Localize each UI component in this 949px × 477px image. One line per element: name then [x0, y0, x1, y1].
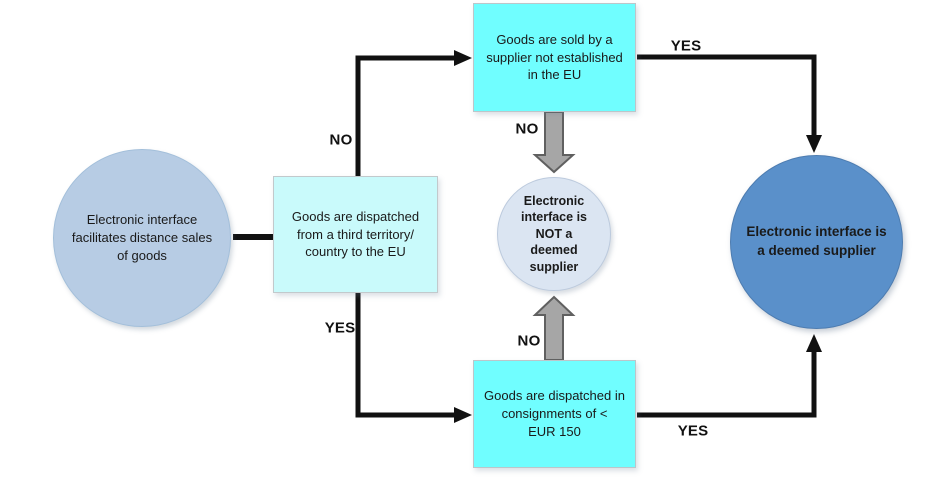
- gray-arrow-up: [532, 295, 576, 361]
- gray-arrow-down: [532, 111, 576, 174]
- edge-label-no-gray-top: NO: [515, 120, 539, 138]
- edge-yes-to-bottom-rect: [355, 293, 456, 418]
- edge-yes-top-to-deemed: [637, 54, 817, 137]
- node-not-deemed-label: Electronic interface is NOT a deemed sup…: [520, 193, 587, 274]
- edge-label-yes-bottom-right: YES: [677, 422, 709, 440]
- node-question-supplier-not-eu: Goods are sold by a supplier not establi…: [473, 3, 636, 112]
- edge-label-no-gray-bottom: NO: [517, 332, 541, 350]
- edge-label-yes-to-bottom: YES: [324, 319, 356, 337]
- node-question-dispatch-label: Goods are dispatched from a third territ…: [291, 208, 420, 260]
- node-start-label: Electronic interface facilitates distanc…: [71, 212, 213, 263]
- edge-no-to-top-rect: [355, 55, 456, 177]
- arrowhead-into-deemed-top: [806, 135, 822, 153]
- node-outcome-deemed-supplier: Electronic interface is a deemed supplie…: [730, 155, 903, 329]
- node-question-consignments-label: Goods are dispatched in consignments of …: [484, 388, 625, 439]
- edge-label-yes-top-right: YES: [670, 37, 702, 55]
- arrowhead-into-deemed-bottom: [806, 334, 822, 352]
- node-deemed-label: Electronic interface is a deemed supplie…: [746, 224, 887, 258]
- node-question-dispatch-third-territory: Goods are dispatched from a third territ…: [273, 176, 438, 293]
- node-start-facilitates: Electronic interface facilitates distanc…: [53, 149, 231, 327]
- node-question-supplier-label: Goods are sold by a supplier not establi…: [486, 31, 623, 83]
- node-question-consignments-eur150: Goods are dispatched in consignments of …: [473, 360, 636, 468]
- arrowhead-into-bottom-rect: [454, 407, 472, 423]
- edge-yes-bottom-to-deemed: [637, 350, 817, 418]
- node-outcome-not-deemed-supplier: Electronic interface is NOT a deemed sup…: [497, 177, 611, 291]
- edge-label-no-to-top: NO: [329, 131, 353, 149]
- arrowhead-into-top-rect: [454, 50, 472, 66]
